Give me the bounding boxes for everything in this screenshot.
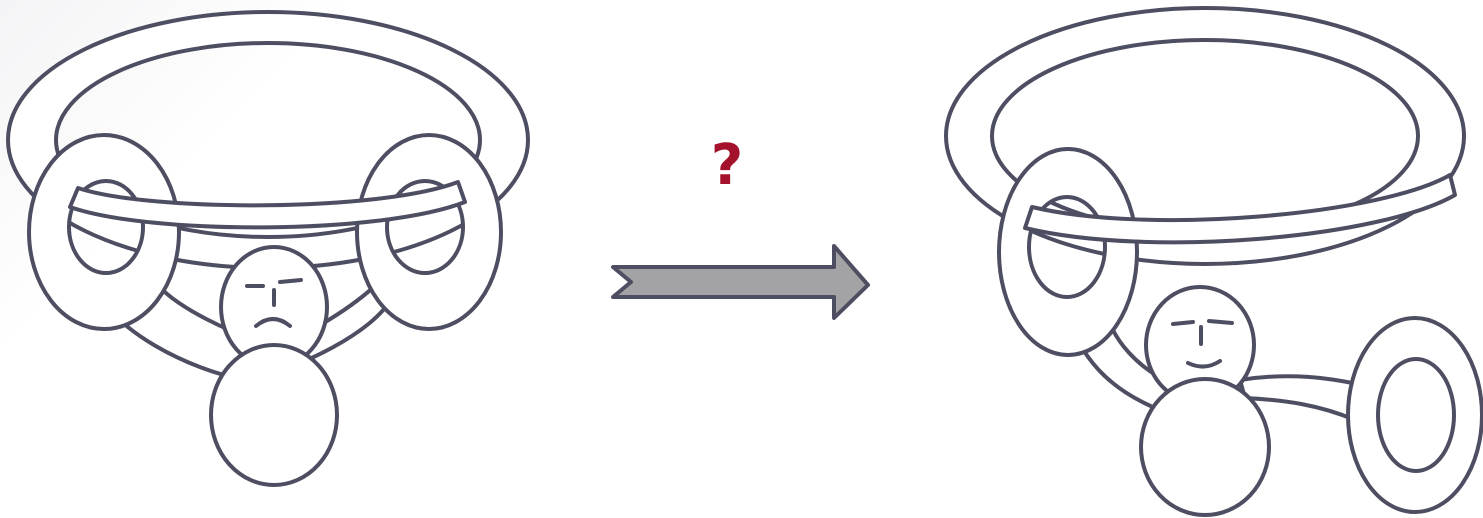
happy-face — [1171, 319, 1234, 369]
left-body — [209, 343, 339, 487]
right-ring-linked — [997, 147, 1139, 357]
left-band-front-strip — [68, 180, 467, 230]
arrow — [611, 244, 870, 320]
question-mark: ? — [710, 133, 744, 198]
sad-face — [245, 278, 303, 328]
right-band-front-strip — [1023, 173, 1457, 245]
right-body — [1139, 377, 1271, 517]
left-figure — [6, 10, 530, 487]
right-figure — [944, 6, 1483, 517]
right-ring-detached — [1346, 316, 1483, 514]
left-ring-left — [27, 133, 181, 331]
left-ring-right — [355, 133, 503, 331]
right-arrow-icon — [611, 244, 870, 320]
